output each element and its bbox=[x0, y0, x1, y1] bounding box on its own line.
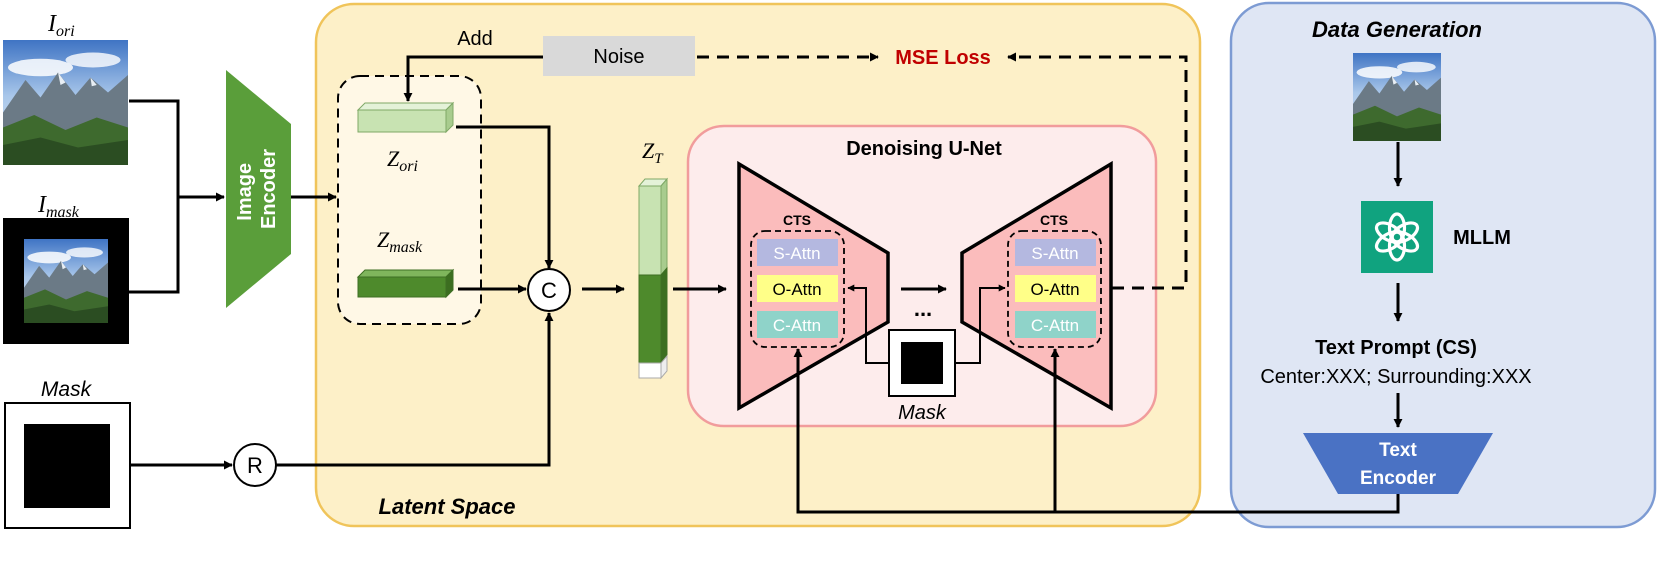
unet-mask-label: Mask bbox=[898, 402, 947, 424]
svg-text:Image Encoder: Image Encoder bbox=[234, 149, 280, 229]
svg-text:Noise: Noise bbox=[593, 46, 644, 68]
svg-text:C-Attn: C-Attn bbox=[1031, 316, 1079, 335]
s-attn-right: S-Attn bbox=[1015, 239, 1096, 266]
data-generation-title: Data Generation bbox=[1312, 17, 1482, 42]
mask-image-to-encoder-line bbox=[129, 197, 180, 294]
o-attn-right: O-Attn bbox=[1015, 275, 1096, 302]
add-label: Add bbox=[457, 28, 493, 50]
svg-text:R: R bbox=[247, 453, 263, 478]
i-ori-label: Iori bbox=[47, 11, 75, 40]
mask-label: Mask bbox=[41, 378, 93, 401]
sample-image bbox=[1353, 53, 1441, 141]
resize-node: R bbox=[233, 443, 277, 487]
z-mask-block bbox=[356, 268, 455, 299]
svg-text:S-Attn: S-Attn bbox=[1031, 244, 1078, 263]
original-image bbox=[3, 40, 128, 165]
text-prompt-content: Center:XXX; Surrounding:XXX bbox=[1260, 366, 1531, 388]
mllm-logo-icon bbox=[1361, 201, 1433, 273]
cts-box-left bbox=[750, 230, 845, 348]
text-prompt-title: Text Prompt (CS) bbox=[1315, 337, 1477, 359]
s-attn-left: S-Attn bbox=[757, 239, 838, 266]
svg-text:Encoder: Encoder bbox=[1360, 468, 1437, 489]
mask-to-left-oattn-arrow bbox=[847, 284, 889, 364]
o-attn-left: O-Attn bbox=[757, 275, 838, 302]
z-mask-label: Zmask bbox=[377, 227, 423, 256]
z-t-block bbox=[637, 177, 669, 380]
svg-text:Text: Text bbox=[1379, 440, 1417, 461]
unet-ellipsis: ... bbox=[914, 296, 932, 321]
noise-box: Noise bbox=[543, 36, 695, 76]
unet-title: Denoising U-Net bbox=[846, 138, 1002, 160]
text-encoder: Text Encoder bbox=[1303, 433, 1493, 494]
data-generation-region bbox=[1229, 1, 1657, 529]
svg-text:C-Attn: C-Attn bbox=[773, 316, 821, 335]
ori-to-encoder-line bbox=[129, 99, 180, 197]
z-ori-block bbox=[356, 101, 455, 134]
cts-label-left: CTS bbox=[783, 212, 811, 228]
cts-box-right bbox=[1007, 230, 1102, 348]
i-mask-label: Imask bbox=[37, 192, 80, 221]
noise-to-z-ori-arrow bbox=[403, 55, 543, 102]
z-t-label: ZT bbox=[642, 138, 664, 167]
masked-image bbox=[3, 218, 129, 344]
svg-text:O-Attn: O-Attn bbox=[772, 280, 821, 299]
svg-text:O-Attn: O-Attn bbox=[1030, 280, 1079, 299]
c-attn-right: C-Attn bbox=[1015, 311, 1096, 338]
concat-node: C bbox=[527, 268, 571, 312]
mllm-label: MLLM bbox=[1453, 227, 1511, 249]
latent-space-label: Latent Space bbox=[379, 494, 516, 519]
image-encoder: Image Encoder bbox=[226, 70, 291, 308]
mse-loss-label: MSE Loss bbox=[895, 47, 991, 69]
c-attn-left: C-Attn bbox=[757, 311, 838, 338]
mask-image bbox=[4, 402, 131, 529]
resize-to-concat-arrow bbox=[276, 312, 554, 467]
z-ori-label: Zori bbox=[387, 146, 418, 175]
svg-text:S-Attn: S-Attn bbox=[773, 244, 820, 263]
z-ori-to-concat-arrow bbox=[456, 125, 554, 269]
cts-label-right: CTS bbox=[1040, 212, 1068, 228]
unet-output-to-loss-arrow bbox=[1007, 52, 1188, 290]
text-encoder-to-unet-line bbox=[793, 348, 1400, 514]
svg-text:C: C bbox=[541, 278, 557, 303]
unet-mask-image bbox=[888, 329, 956, 397]
mask-to-right-oattn-arrow bbox=[955, 284, 1006, 364]
